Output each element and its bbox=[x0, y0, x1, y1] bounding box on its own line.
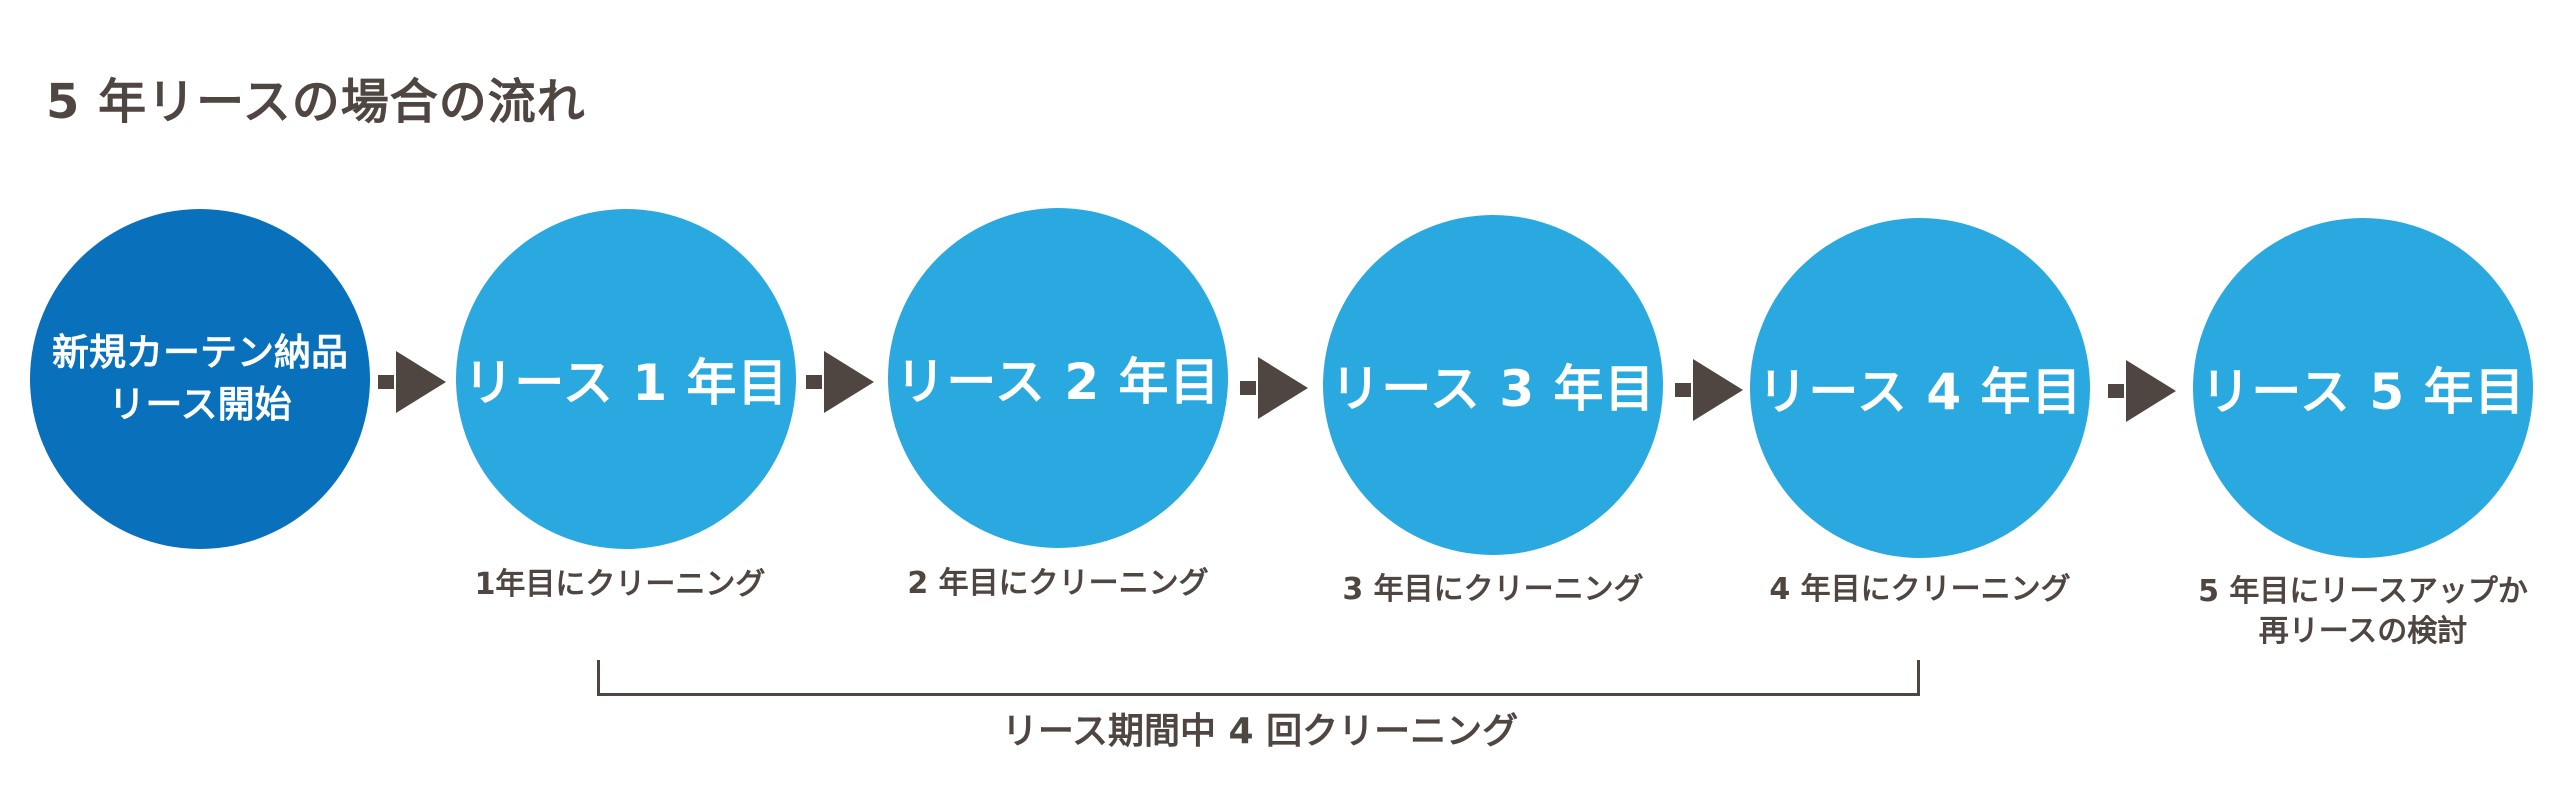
page-title: 5 年リースの場合の流れ bbox=[46, 74, 586, 130]
arrow-right-icon bbox=[2108, 360, 2176, 422]
arrow-right-icon bbox=[1675, 359, 1743, 421]
step-caption-year-2: 2 年目にクリーニング bbox=[907, 566, 1209, 601]
step-circle-year-1: リース 1 年目 bbox=[456, 209, 796, 549]
arrow-right-icon bbox=[378, 351, 446, 413]
step-label: 新規カーテン納品 リース開始 bbox=[52, 331, 348, 426]
step-circle-year-3: リース 3 年目 bbox=[1323, 215, 1663, 555]
step-label: リース 3 年目 bbox=[1330, 360, 1656, 418]
step-caption-year-4: 4 年目にクリーニング bbox=[1769, 572, 2071, 607]
arrow-right-icon bbox=[806, 351, 874, 413]
bracket-label: リース期間中 4 回クリーニング bbox=[1001, 711, 1519, 752]
arrow-right-icon bbox=[1240, 357, 1308, 419]
step-circle-lease-start: 新規カーテン納品 リース開始 bbox=[30, 209, 370, 549]
step-caption-year-5: 5 年目にリースアップか 再リースの検討 bbox=[2198, 574, 2528, 649]
step-label: リース 1 年目 bbox=[463, 354, 789, 412]
step-circle-year-2: リース 2 年目 bbox=[888, 208, 1228, 548]
step-label: リース 4 年目 bbox=[1757, 363, 2083, 421]
step-label: リース 5 年目 bbox=[2200, 363, 2526, 421]
step-label: リース 2 年目 bbox=[895, 353, 1221, 411]
step-circle-year-5: リース 5 年目 bbox=[2193, 218, 2533, 558]
step-caption-year-3: 3 年目にクリーニング bbox=[1342, 572, 1644, 607]
step-circle-year-4: リース 4 年目 bbox=[1750, 218, 2090, 558]
step-caption-year-1: 1年目にクリーニング bbox=[474, 567, 766, 602]
lease-period-bracket bbox=[597, 660, 1920, 696]
